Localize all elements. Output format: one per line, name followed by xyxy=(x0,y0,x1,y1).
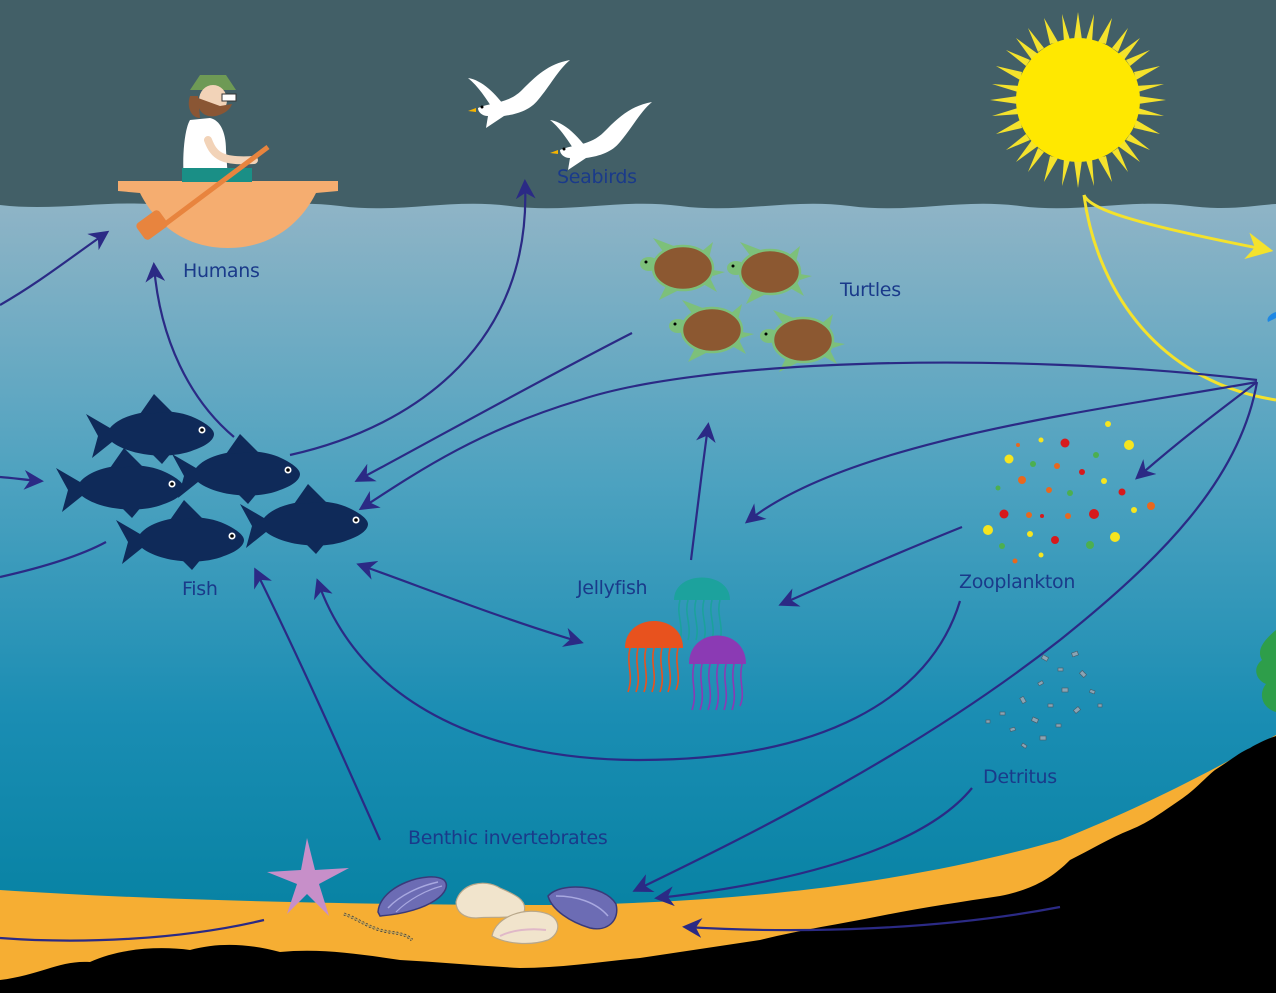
label-seabirds: Seabirds xyxy=(557,166,637,188)
label-zooplankton: Zooplankton xyxy=(959,571,1075,593)
label-turtles: Turtles xyxy=(840,279,901,301)
sun-icon xyxy=(990,12,1166,188)
label-humans: Humans xyxy=(183,260,260,282)
label-jellyfish: Jellyfish xyxy=(577,577,647,599)
label-fish: Fish xyxy=(182,578,218,600)
label-benthic-invertebrates: Benthic invertebrates xyxy=(408,827,607,849)
label-detritus: Detritus xyxy=(983,766,1057,788)
